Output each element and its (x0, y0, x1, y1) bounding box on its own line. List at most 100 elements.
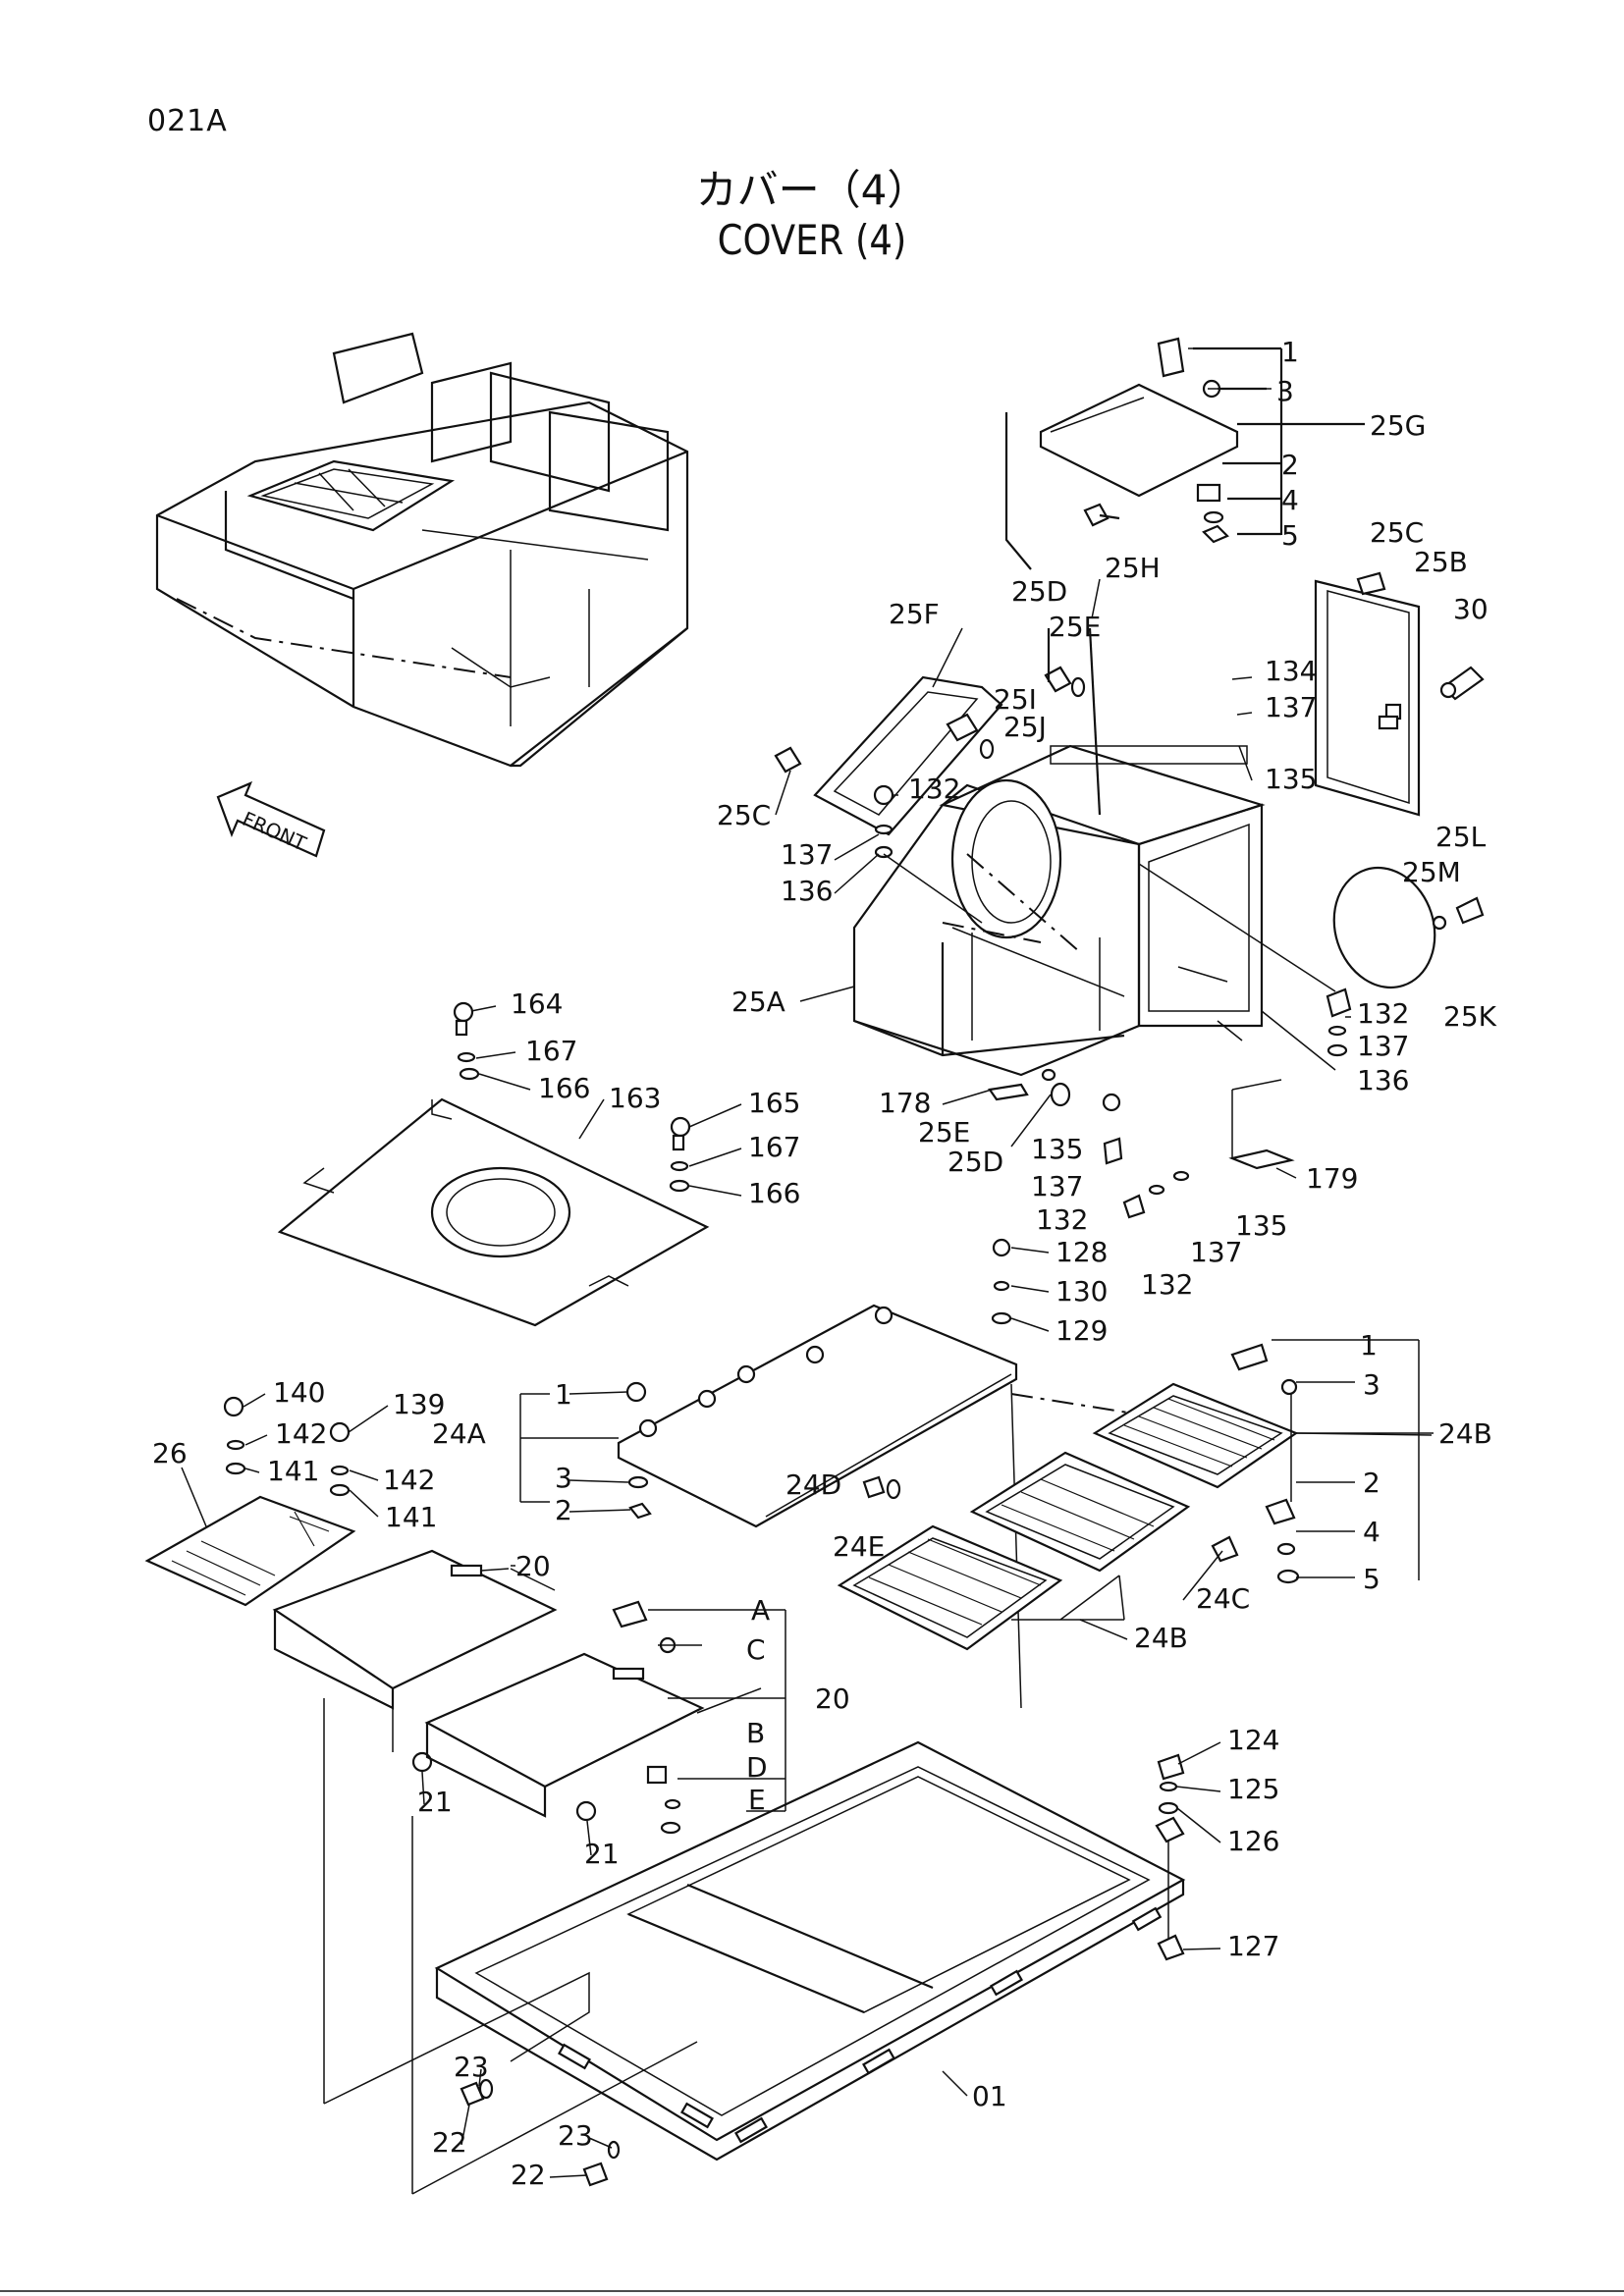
label-163: 163 (609, 1082, 661, 1114)
grille-24b-middle (969, 1451, 1191, 1573)
label-136-b: 136 (1357, 1064, 1409, 1096)
label-140: 140 (273, 1376, 325, 1409)
label-4-right: 4 (1363, 1516, 1380, 1548)
label-24c: 24C (1196, 1582, 1250, 1615)
label-23-a: 23 (454, 2051, 489, 2083)
label-178: 178 (879, 1087, 931, 1119)
label-a: A (751, 1594, 770, 1627)
fasteners-right (988, 988, 1352, 1219)
label-25e-bottom: 25E (918, 1116, 970, 1148)
hood-cover-25g (1004, 337, 1365, 570)
label-132-c: 132 (1036, 1203, 1088, 1236)
label-128: 128 (1056, 1236, 1108, 1268)
main-cover-frame-25a (852, 744, 1266, 1077)
label-135-b: 135 (1031, 1133, 1083, 1165)
label-22-a: 22 (432, 2126, 467, 2159)
label-24e: 24E (833, 1530, 885, 1563)
label-25k: 25K (1443, 1000, 1497, 1033)
label-137-a: 137 (1265, 691, 1317, 723)
machine-overview (155, 332, 689, 768)
floor-plate-163 (277, 1001, 710, 1327)
label-25a: 25A (731, 986, 785, 1018)
label-139: 139 (393, 1388, 445, 1420)
label-23-b: 23 (558, 2119, 593, 2152)
flap-25f (774, 627, 1102, 924)
main-frame-01 (323, 1698, 1186, 2195)
label-135-c: 135 (1235, 1209, 1287, 1242)
label-130: 130 (1056, 1275, 1108, 1308)
label-164: 164 (511, 988, 563, 1020)
label-b: B (746, 1717, 765, 1749)
label-132-b: 132 (1357, 997, 1409, 1030)
label-2-right: 2 (1363, 1467, 1380, 1499)
label-142-b: 142 (383, 1464, 435, 1496)
label-24b-upper: 24B (1438, 1417, 1492, 1450)
label-25d-bottom: 25D (947, 1146, 1003, 1178)
label-137-c: 137 (1357, 1030, 1409, 1062)
label-leaders (181, 388, 1433, 2178)
label-25h: 25H (1105, 552, 1161, 584)
label-20-a: 20 (515, 1550, 551, 1582)
title-english: COVER (4) (717, 216, 907, 264)
label-01: 01 (972, 2080, 1007, 2112)
front-direction-arrow: FRONT (216, 780, 326, 858)
label-21-a: 21 (417, 1786, 453, 1818)
label-141-b: 141 (385, 1501, 437, 1533)
label-22-b: 22 (511, 2159, 546, 2191)
label-132-a: 132 (908, 773, 960, 805)
label-129: 129 (1056, 1314, 1108, 1347)
label-3-left: 3 (555, 1462, 572, 1494)
label-25d-top: 25D (1011, 575, 1067, 608)
label-24d: 24D (785, 1468, 841, 1501)
label-5: 5 (1281, 519, 1299, 552)
label-127: 127 (1227, 1930, 1279, 1962)
label-20-b: 20 (815, 1682, 850, 1715)
label-125: 125 (1227, 1773, 1279, 1805)
label-25l: 25L (1435, 821, 1487, 853)
side-door-25b (1314, 571, 1485, 817)
label-135-a: 135 (1265, 763, 1317, 795)
label-124: 124 (1227, 1724, 1279, 1756)
label-25j: 25J (1003, 711, 1047, 743)
label-25f: 25F (889, 598, 940, 630)
label-137-d: 137 (1031, 1170, 1083, 1202)
label-25i: 25I (994, 683, 1037, 716)
label-137-b: 137 (781, 838, 833, 871)
label-2-left: 2 (555, 1494, 572, 1526)
label-179: 179 (1306, 1162, 1358, 1195)
label-167-b: 167 (748, 1131, 800, 1163)
label-25b: 25B (1414, 546, 1468, 578)
front-label: FRONT (239, 807, 310, 856)
title-japanese: カバー（4） (695, 166, 929, 214)
part-labels: 1 3 25G 2 4 5 25H 25C 25B 30 25D 25E 25F… (152, 336, 1497, 2191)
label-165: 165 (748, 1087, 800, 1119)
label-1-right: 1 (1360, 1329, 1378, 1362)
label-166-a: 166 (538, 1072, 590, 1104)
label-24a: 24A (432, 1417, 486, 1450)
label-137-e: 137 (1190, 1236, 1242, 1268)
label-4: 4 (1281, 484, 1299, 516)
page-code: 021A (147, 104, 228, 138)
side-cover-20b (424, 1600, 705, 1835)
label-c: C (746, 1633, 766, 1666)
label-30: 30 (1453, 593, 1489, 625)
label-132-d: 132 (1141, 1268, 1193, 1301)
label-d: D (746, 1751, 768, 1784)
label-126: 126 (1227, 1825, 1279, 1857)
label-142-a: 142 (275, 1417, 327, 1450)
label-167-a: 167 (525, 1035, 577, 1067)
grille-24b-lower (837, 1524, 1125, 1651)
label-1-left: 1 (555, 1378, 572, 1411)
label-26: 26 (152, 1437, 188, 1469)
label-25c-right: 25C (1370, 516, 1424, 549)
label-1: 1 (1281, 336, 1299, 368)
label-166-b: 166 (748, 1177, 800, 1209)
mesh-panel-26 (144, 1396, 356, 1607)
grille-24b-upper (1092, 1343, 1300, 1584)
bottom-cover-24a (617, 1238, 1189, 1709)
label-25m: 25M (1402, 856, 1461, 888)
label-25c-left: 25C (717, 799, 771, 831)
round-cover-25k (1138, 863, 1485, 1071)
